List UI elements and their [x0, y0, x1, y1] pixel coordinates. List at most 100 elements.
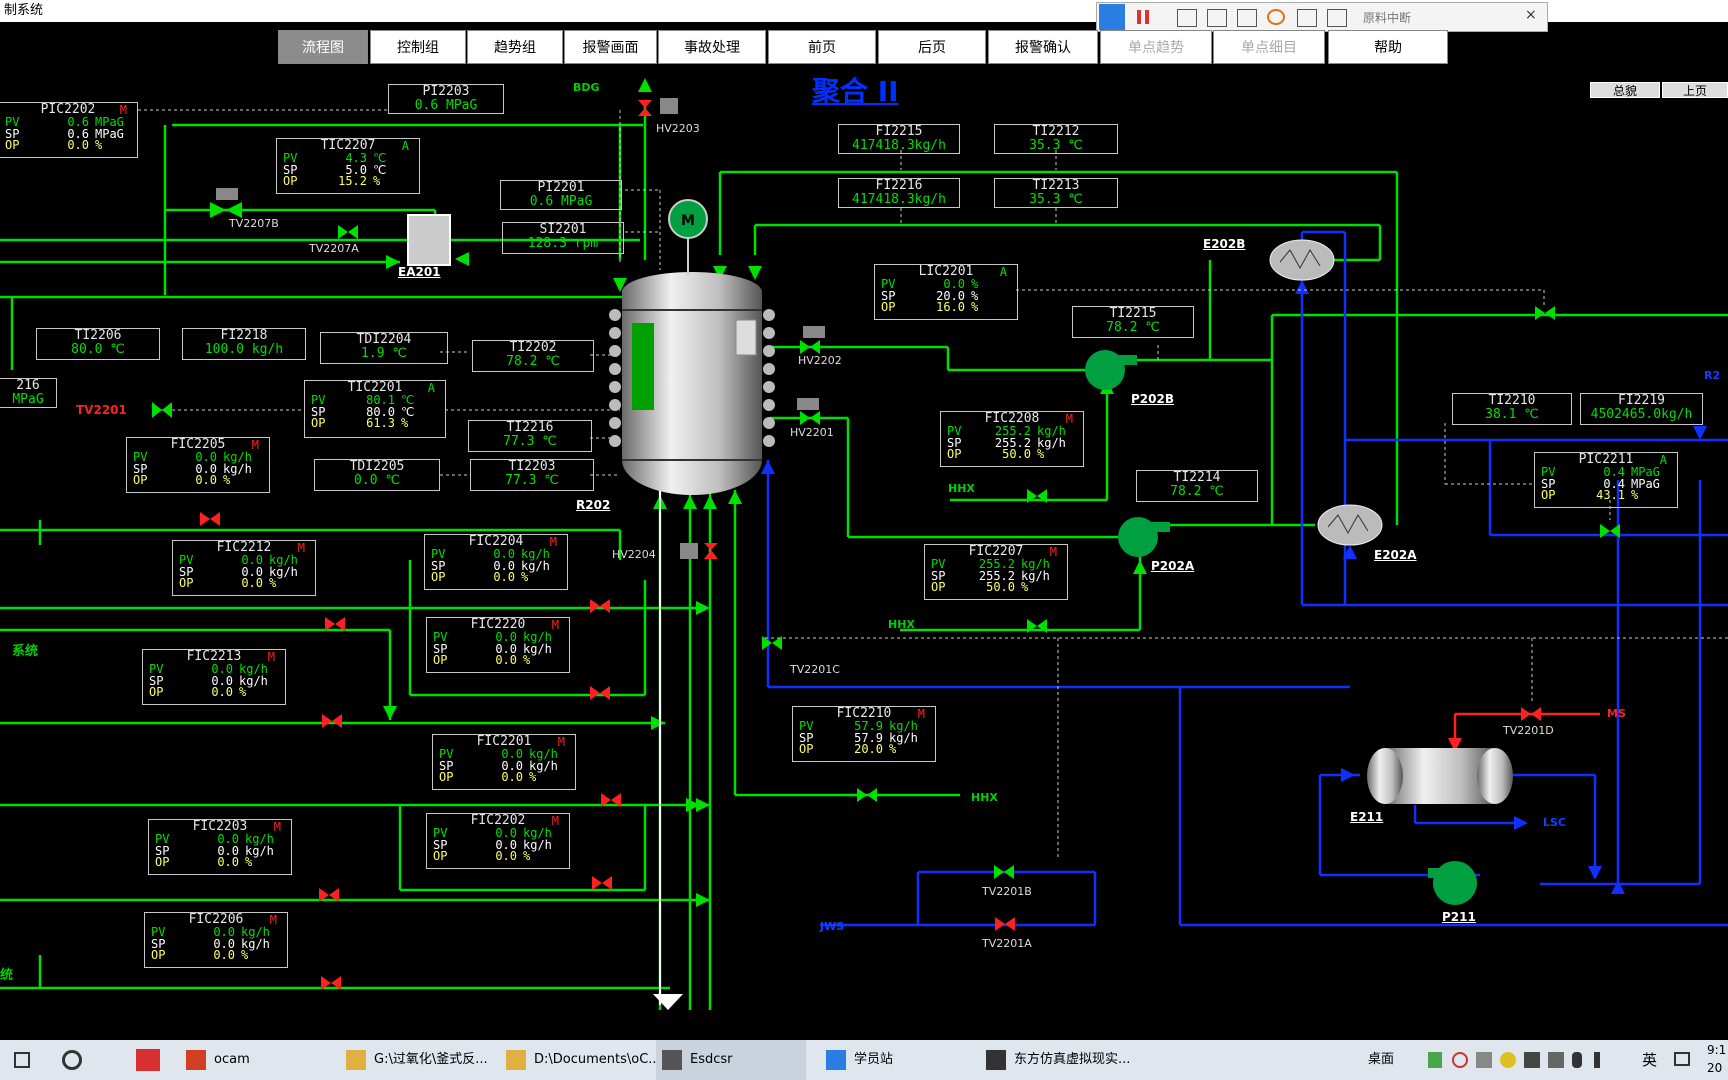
tv2207b-label[interactable]: TV2207B: [229, 217, 279, 230]
e202b-label[interactable]: E202B: [1203, 237, 1246, 251]
taskbar-item-1[interactable]: G:\过氧化\釜式反...: [340, 1040, 490, 1080]
tv2207a-label[interactable]: TV2207A: [309, 242, 359, 255]
nav-button-7[interactable]: 报警确认: [988, 30, 1098, 64]
volume-icon[interactable]: [1594, 1052, 1610, 1068]
taskbar-item-3[interactable]: Esdcsr: [656, 1040, 806, 1080]
settings-icon[interactable]: [1327, 9, 1347, 27]
capture-region-icon[interactable]: [1207, 9, 1227, 27]
taskbar-item-0[interactable]: ocam: [180, 1040, 330, 1080]
tray-camera-icon[interactable]: [1524, 1052, 1540, 1068]
microphone-icon[interactable]: [1572, 1052, 1582, 1068]
task-view-icon[interactable]: [14, 1052, 30, 1068]
tray-battery-icon[interactable]: [1428, 1052, 1442, 1068]
taskbar-item-4[interactable]: 学员站: [820, 1040, 970, 1080]
nav-button-6[interactable]: 后页: [878, 30, 986, 64]
clock-time[interactable]: 9:1: [1707, 1043, 1727, 1057]
tv2201d-label[interactable]: TV2201D: [1503, 724, 1554, 737]
tv2201c-label[interactable]: TV2201C: [790, 663, 840, 676]
nav-button-10[interactable]: 帮助: [1328, 30, 1448, 64]
nav-button-8[interactable]: 单点趋势: [1100, 30, 1212, 64]
tv2201-label[interactable]: TV2201: [76, 403, 127, 417]
ocam-title-input[interactable]: [1361, 7, 1515, 29]
nav-button-0[interactable]: 流程图: [278, 30, 368, 64]
pssp-icon[interactable]: [136, 1049, 160, 1071]
p202a-label[interactable]: P202A: [1151, 559, 1195, 573]
refresh-icon[interactable]: [1267, 9, 1285, 25]
tv2201a-label[interactable]: TV2201A: [982, 937, 1032, 950]
nav-button-9[interactable]: 单点细目: [1213, 30, 1325, 64]
keyboard-icon[interactable]: [1674, 1052, 1690, 1066]
tray-record-icon[interactable]: [1452, 1052, 1468, 1068]
hv2202-label[interactable]: HV2202: [798, 354, 842, 367]
desktop-toolbar[interactable]: 桌面: [1368, 1052, 1395, 1067]
hv2203-label[interactable]: HV2203: [656, 122, 700, 135]
app-s-icon[interactable]: [62, 1050, 82, 1070]
p211-label[interactable]: P211: [1442, 910, 1476, 924]
overview-button[interactable]: 总貌: [1590, 82, 1660, 98]
tray-add-icon[interactable]: [1500, 1052, 1516, 1068]
p202b-label[interactable]: P202B: [1131, 392, 1174, 406]
screenshot-icon[interactable]: [1177, 9, 1197, 27]
reactor-r202-label[interactable]: R202: [576, 498, 611, 512]
ea201-label[interactable]: EA201: [398, 265, 441, 279]
e202a-label[interactable]: E202A: [1374, 548, 1417, 562]
nav-button-2[interactable]: 趋势组: [467, 30, 563, 64]
nav-button-5[interactable]: 前页: [768, 30, 876, 64]
capture-window-icon[interactable]: [1237, 9, 1257, 27]
close-icon[interactable]: ×: [1525, 7, 1537, 23]
taskbar-item-5[interactable]: 东方仿真虚拟现实...: [980, 1040, 1150, 1080]
clock-date[interactable]: 20: [1707, 1061, 1723, 1075]
partial-faceplate-216[interactable]: 216 MPaG: [0, 378, 57, 408]
hv2201-label[interactable]: HV2201: [790, 426, 834, 439]
pause-icon[interactable]: [1137, 10, 1141, 24]
ime-indicator[interactable]: 英: [1642, 1051, 1658, 1069]
nav-button-3[interactable]: 报警画面: [564, 30, 657, 64]
tray-app-icon[interactable]: [1476, 1052, 1492, 1068]
tray-network-icon[interactable]: [1548, 1052, 1564, 1068]
nav-button-4[interactable]: 事故处理: [658, 30, 766, 64]
ocam-logo-icon[interactable]: [1099, 4, 1125, 30]
nav-button-1[interactable]: 控制组: [370, 30, 466, 64]
taskbar-item-2[interactable]: D:\Documents\oC...: [500, 1040, 661, 1080]
video-icon[interactable]: [1297, 9, 1317, 27]
prev-page-button[interactable]: 上页: [1662, 82, 1728, 98]
hv2204-label[interactable]: HV2204: [612, 548, 656, 561]
e211-label[interactable]: E211: [1350, 810, 1384, 824]
tv2201b-label[interactable]: TV2201B: [982, 885, 1032, 898]
